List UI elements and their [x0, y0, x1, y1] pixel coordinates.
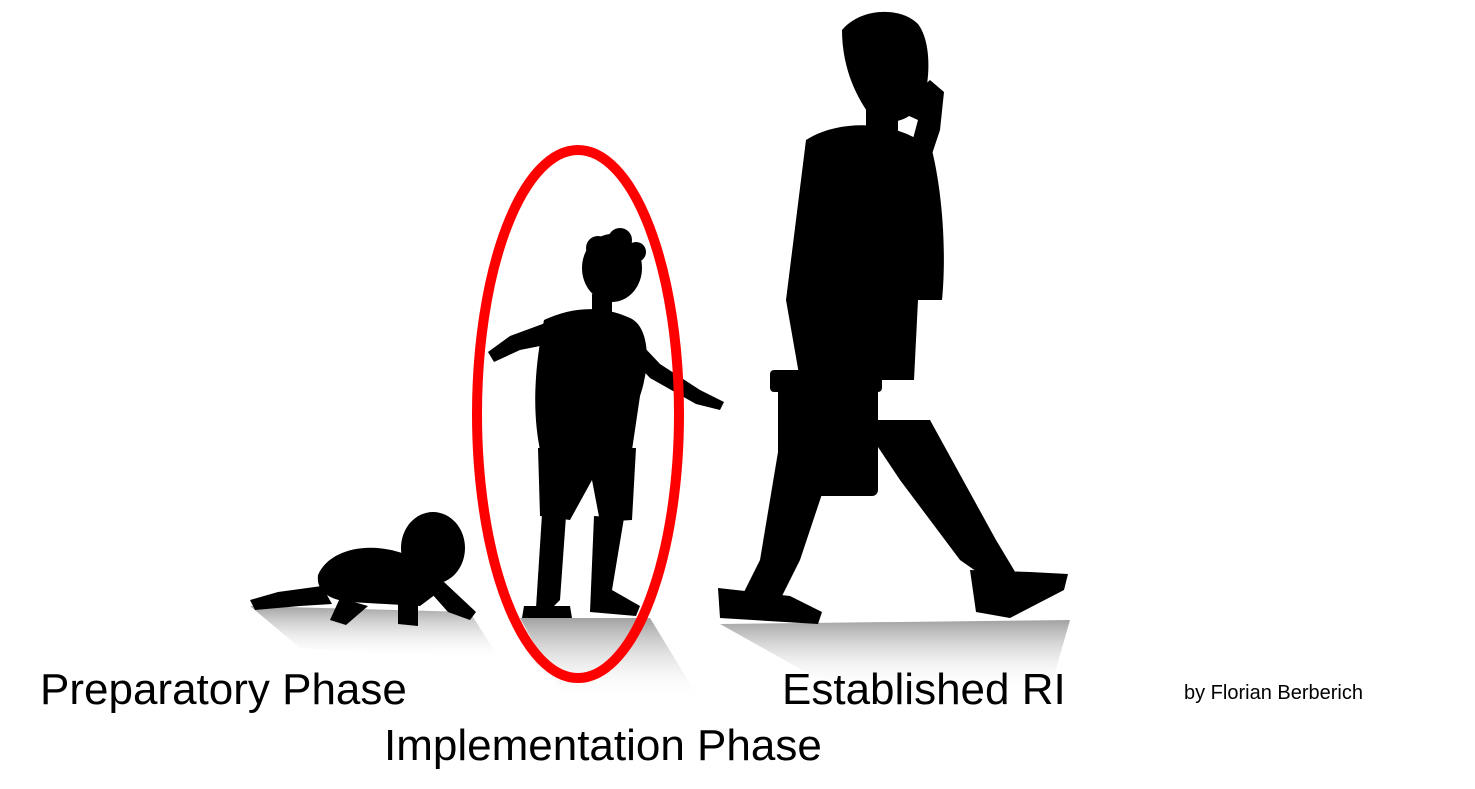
label-implementation-phase: Implementation Phase	[384, 721, 822, 770]
adult-silhouette	[718, 11, 1068, 624]
floor-reflections	[250, 606, 1070, 700]
child-silhouette	[488, 228, 724, 618]
author-credit: by Florian Berberich	[1184, 682, 1363, 704]
baby-silhouette	[250, 512, 476, 626]
label-preparatory-phase: Preparatory Phase	[40, 665, 407, 714]
highlight-ellipse	[472, 145, 684, 683]
label-established-ri: Established RI	[782, 665, 1066, 714]
